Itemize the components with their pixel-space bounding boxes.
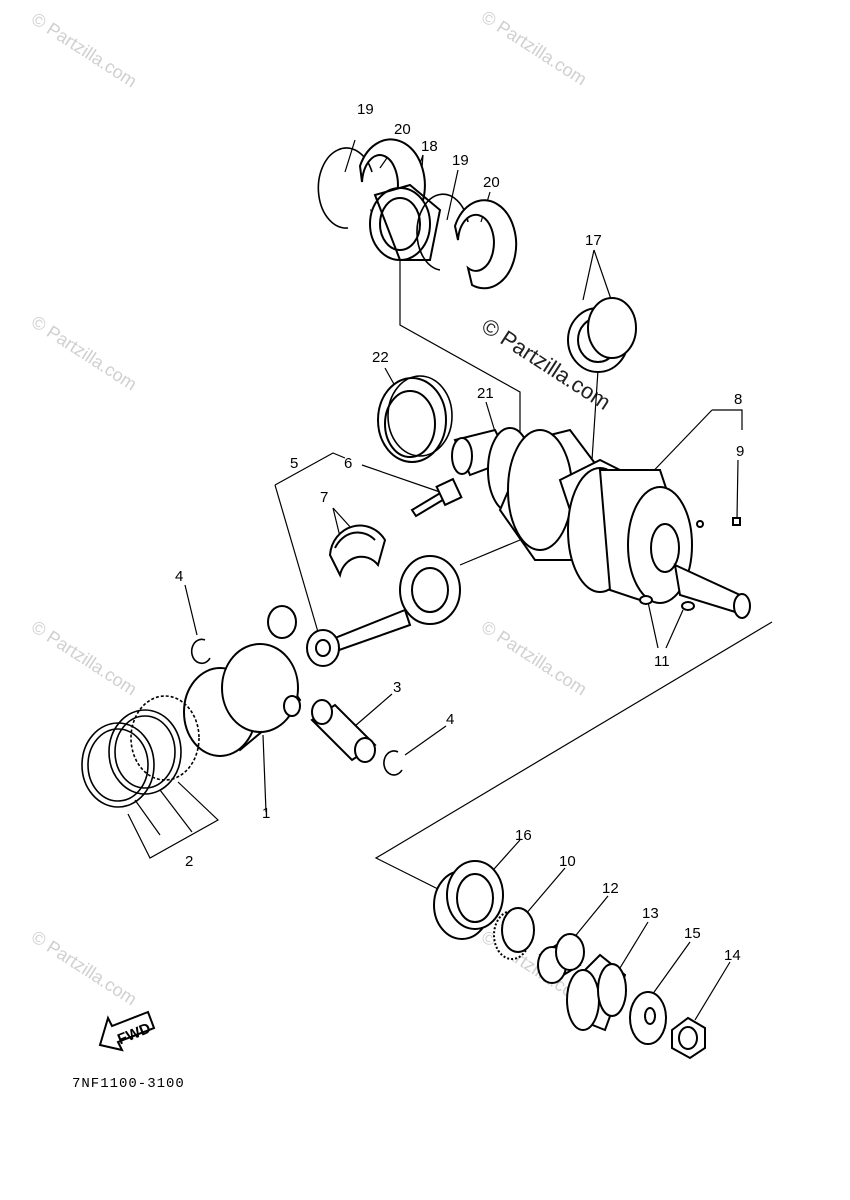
main-bearing-18 [369, 183, 442, 261]
callout-labels: 19 20 18 19 20 17 22 21 8 9 5 6 7 4 3 4 … [175, 101, 744, 964]
label-5: 5 [290, 455, 298, 472]
label-19: 19 [452, 152, 469, 169]
label-22: 22 [372, 349, 389, 366]
label-4: 4 [446, 711, 454, 728]
nut-14 [671, 1016, 706, 1060]
label-20: 20 [483, 174, 500, 191]
label-6: 6 [344, 455, 352, 472]
watermark: © Partzilla.com [28, 927, 141, 1010]
label-3: 3 [393, 679, 401, 696]
label-16: 16 [515, 827, 532, 844]
label-19: 19 [357, 101, 374, 118]
label-1: 1 [262, 805, 270, 822]
circlip-19-lower [416, 193, 469, 271]
watermark: © Partzilla.com [478, 617, 591, 700]
label-15: 15 [684, 925, 701, 942]
label-21: 21 [477, 385, 494, 402]
label-11: 11 [654, 653, 670, 670]
label-8: 8 [734, 391, 742, 408]
circlip-4-right [383, 750, 403, 776]
label-14: 14 [724, 947, 741, 964]
piston-pin-clip [267, 605, 297, 639]
connecting-rod-5 [306, 555, 461, 667]
main-bearing-17 [567, 297, 637, 373]
collar-12 [537, 933, 585, 984]
cam-13 [566, 953, 627, 1032]
label-10: 10 [559, 853, 576, 870]
washer-15 [629, 991, 667, 1045]
watermark: © Partzilla.com [478, 7, 591, 90]
gear-10 [493, 907, 535, 960]
connecting-rod-bolt-6 [410, 477, 463, 518]
diagram-code: 7NF1100-3100 [72, 1076, 185, 1092]
watermark: © Partzilla.com [28, 9, 141, 92]
watermark: © Partzilla.com [28, 312, 141, 395]
bearing-16 [433, 860, 504, 940]
label-2: 2 [185, 853, 193, 870]
label-12: 12 [602, 880, 619, 897]
crankshaft-8 [451, 427, 751, 619]
oil-seal-22 [377, 375, 453, 463]
fwd-arrow-icon: FWD [98, 1010, 156, 1052]
piston-1 [183, 643, 302, 757]
label-7: 7 [320, 489, 328, 506]
connecting-rod-bearing-7 [328, 524, 387, 578]
watermark: © Partzilla.com [28, 617, 141, 700]
label-17: 17 [585, 232, 602, 249]
label-4: 4 [175, 568, 183, 585]
label-18: 18 [421, 138, 438, 155]
label-20: 20 [394, 121, 411, 138]
circlip-19-upper [317, 147, 373, 229]
label-13: 13 [642, 905, 659, 922]
piston-pin-3 [310, 699, 377, 763]
piston-rings-2 [81, 695, 200, 808]
label-9: 9 [736, 443, 744, 460]
thrust-washer-20-lower [453, 199, 518, 290]
circlip-4-left [190, 638, 211, 665]
